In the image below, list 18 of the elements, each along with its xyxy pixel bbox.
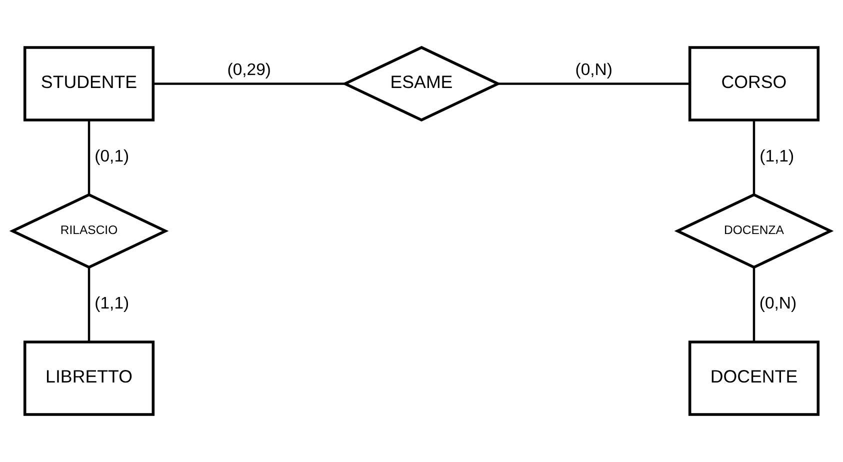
edge-label: (0,1)	[94, 146, 130, 166]
node-box: LIBRETTO	[23, 340, 155, 416]
edge-label: (1,1)	[94, 294, 130, 313]
connector	[498, 82, 690, 85]
edge-label: (0,N)	[575, 60, 612, 79]
node-diamond: RILASCIO	[9, 193, 169, 269]
edge-label: (0,N)	[759, 294, 797, 313]
node-box: CORSO	[688, 46, 820, 122]
edge-label: (1,1)	[760, 146, 794, 166]
node-box: DOCENTE	[688, 340, 820, 416]
node-diamond: DOCENZA	[674, 193, 834, 269]
connector	[88, 120, 90, 194]
node-box: STUDENTE	[23, 46, 155, 122]
connector	[88, 268, 90, 342]
connector	[154, 82, 345, 85]
connector	[752, 120, 756, 194]
edge-label: (0,29)	[227, 60, 271, 79]
connector	[752, 268, 756, 342]
